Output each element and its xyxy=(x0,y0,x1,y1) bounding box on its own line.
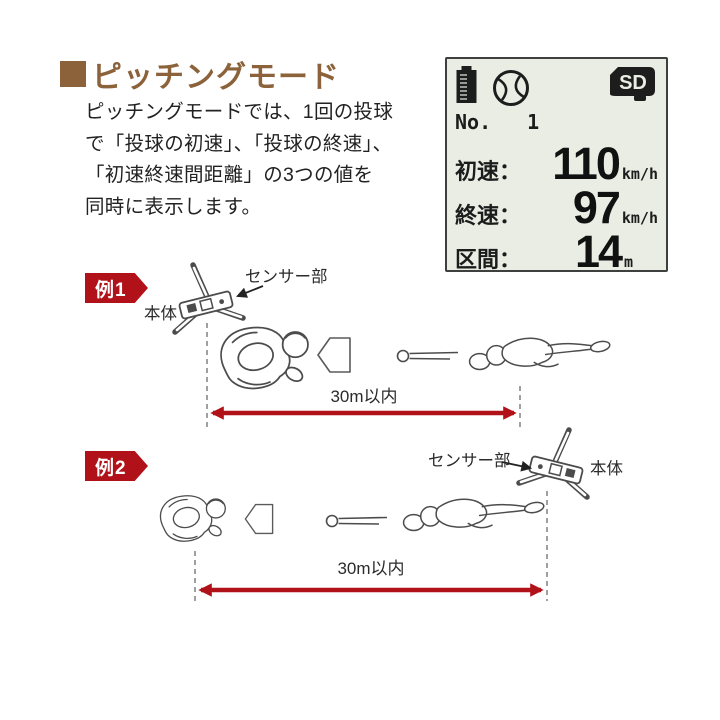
initial-speed-value: 110 xyxy=(552,138,621,189)
example2-badge: 例2 xyxy=(85,451,148,481)
distance-value: 14 xyxy=(574,226,623,277)
home-plate xyxy=(317,337,351,373)
example2-diagram: 30m以内 センサー部 本体 xyxy=(159,430,624,601)
final-speed-unit: km/h xyxy=(621,209,658,227)
example1-diagram: 30m以内 センサー部 本体 xyxy=(144,265,612,427)
intro-line-3: 「初速終速間距離」の3つの値を xyxy=(85,164,374,186)
intro-line-1: ピッチングモードでは、1回の投球 xyxy=(85,101,394,123)
final-speed-row: 終速： 97 km/h xyxy=(455,182,658,233)
speed-device-figure xyxy=(175,265,243,332)
home-plate xyxy=(244,503,274,535)
main-unit-label: 本体 xyxy=(590,459,624,478)
sd-card-icon: SD xyxy=(610,67,655,101)
final-speed-value: 97 xyxy=(572,182,621,233)
pitcher-figure xyxy=(402,498,546,532)
lcd-readout-rows: 初速： 110 km/h 終速： 97 km/h 区間： 14 m xyxy=(455,138,658,277)
ball-with-motion-lines xyxy=(325,514,388,528)
sd-icon-label: SD xyxy=(619,72,647,94)
ball-with-motion-lines xyxy=(396,349,459,363)
distance-row: 区間： 14 m xyxy=(455,226,658,277)
example1-badge: 例1 xyxy=(85,273,148,303)
sensor-part-label: センサー部 xyxy=(245,267,328,286)
intro-paragraph: ピッチングモードでは、1回の投球 で「投球の初速」、「投球の終速」、 「初速終速… xyxy=(85,97,430,223)
lcd-status-row: SD xyxy=(455,66,658,108)
distance-annotation: 30m以内 xyxy=(330,387,397,406)
initial-speed-row: 初速： 110 km/h xyxy=(455,138,658,189)
distance-unit: m xyxy=(624,253,634,271)
sensor-pointer-arrow xyxy=(235,285,264,298)
sensor-part-label: センサー部 xyxy=(428,451,511,470)
baseball-icon xyxy=(493,70,529,106)
sensor-pointer-arrow xyxy=(501,460,533,472)
page-title: ピッチングモード xyxy=(92,61,340,94)
lcd-display: SD No. 1 初速： 110 km/h 終速： 97 km/h 区間： 14 … xyxy=(445,57,668,277)
speed-device-figure xyxy=(519,430,587,497)
record-number-row: No. 1 xyxy=(455,110,658,134)
record-number-value: 1 xyxy=(527,110,540,134)
catcher-figure xyxy=(220,326,309,390)
initial-speed-unit: km/h xyxy=(621,165,658,183)
distance-annotation: 30m以内 xyxy=(337,559,404,578)
main-unit-label: 本体 xyxy=(144,304,178,323)
title-square-marker xyxy=(60,61,86,87)
distance-label: 区間： xyxy=(455,247,522,272)
intro-line-2: で「投球の初速」、「投球の終速」、 xyxy=(85,132,393,155)
section-title-row: ピッチングモード xyxy=(60,52,340,96)
record-number-label: No. xyxy=(455,110,492,134)
final-speed-label: 終速： xyxy=(455,203,522,228)
intro-line-4: 同時に表示します。 xyxy=(85,195,262,218)
battery-icon xyxy=(456,66,477,103)
catcher-figure xyxy=(159,495,226,542)
pitcher-figure xyxy=(468,337,612,371)
initial-speed-label: 初速： xyxy=(455,159,522,184)
